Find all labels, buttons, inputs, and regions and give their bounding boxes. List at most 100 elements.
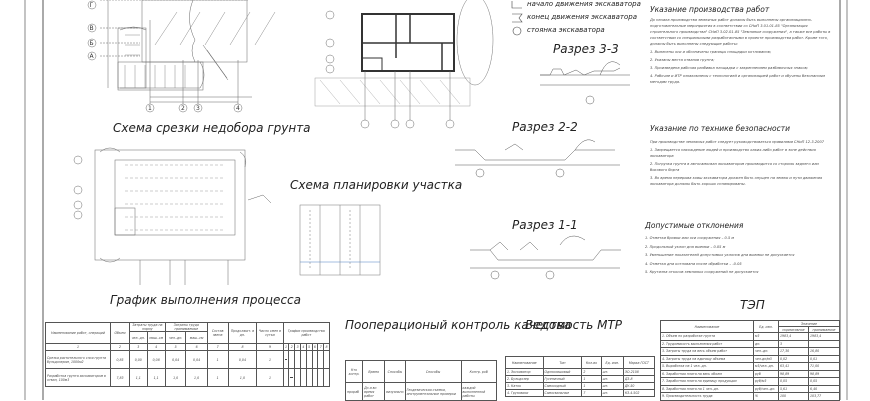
schedule-header: Состав звена (206, 322, 229, 344)
legend-start: начало движения экскаватора (527, 0, 641, 8)
schedule-header: чел.-дн. (164, 331, 187, 344)
tep-cell: руб (753, 369, 779, 378)
tep-cell: 2. Трудоемкость выполнения работ (660, 339, 754, 348)
column-number: 1 (45, 343, 111, 351)
schedule-cell: 0,04 (164, 350, 187, 369)
tep-cell (808, 339, 840, 348)
tep-cell: 16,80 (808, 347, 840, 356)
schedule-cell: Разработка грунта экскаватором в отвал, … (45, 368, 111, 387)
cut-scheme-drawing (87, 0, 276, 113)
qc-cell: прораб (344, 382, 364, 401)
schedule-table: Наименование работ, операций Объем Затра… (45, 322, 331, 387)
tolerance-item: 3. Уменьшение показателей допустимых укл… (645, 253, 795, 257)
tep-cell: 1983,4 (808, 332, 840, 341)
schedule-day-cell (311, 368, 319, 387)
tep-cell: 4. Затраты труда на единицу объема (660, 354, 754, 363)
tep-cell: 1. Объем по разработке грунта (660, 332, 754, 341)
work-instructions: Указание производства работ До начала пр… (650, 5, 835, 87)
mtr-cell: КЗ-4.502 (622, 389, 656, 397)
schedule-header: чел.-дн. (129, 331, 148, 344)
cut-scheme-title: Схема срезки недобора грунта (113, 121, 311, 135)
instruction-item: 2. Указаны места отвалов грунта; (650, 58, 715, 62)
mtr-cell: 3. Каток (505, 382, 544, 390)
qc-header: Кто контр. (344, 360, 364, 383)
schedule-cell: 1 (256, 350, 284, 369)
schedule-bar (284, 359, 288, 360)
schedule-day-cell (294, 368, 301, 387)
tep-header: Ед. изм. (753, 320, 779, 333)
mtr-cell: шт. (600, 389, 624, 397)
tep-header: Наименование (660, 320, 754, 333)
column-number: 4 (146, 343, 166, 351)
tep-cell: 0,05 (777, 377, 810, 386)
qc-cell: До и во время работ (362, 382, 386, 401)
column-number: 3 (129, 343, 148, 351)
tep-cell: 71,00 (808, 362, 840, 371)
qc-cell: Геодезическая съемка, инструментальные п… (404, 382, 462, 401)
column-number: 6 (185, 343, 208, 351)
tep-cell: 7. Заработная плата на единицу продукции (660, 377, 754, 386)
mtr-cell: ДУ-50 (622, 382, 656, 390)
safety-item: 2. Погрузка грунта в автосамосвал экскав… (650, 162, 819, 172)
safety-paragraph: При производстве земляных работ следует … (650, 140, 825, 144)
schedule-row: Разработка грунта экскаватором в отвал, … (45, 368, 330, 387)
schedule-cell: 1 (206, 368, 229, 387)
schedule-cell: 1,1 (129, 368, 148, 387)
tep-cell: 3 (777, 339, 810, 348)
tep-cell: 8. Заработная плата на 1 чел.-дн. (660, 384, 754, 393)
axis-label: В (90, 25, 94, 32)
mtr-title: Ведомость МТР (525, 318, 623, 332)
qc-cell: каждой выполненной работы (460, 382, 497, 401)
schedule-cell: 1 (256, 368, 284, 387)
tep-cell: дн. (753, 339, 779, 348)
qc-header: Контр. роб (460, 360, 497, 383)
safety-title: Указание по технике безопасности (650, 124, 790, 133)
schedule-header: Продолжит. в дн. (227, 322, 258, 344)
tep-table: Наименование Ед. изм. Значение нормативн… (660, 320, 840, 401)
section-2-2-title: Разрез 2-2 (512, 120, 578, 134)
tolerance-item: 4. Отметка дна котлована после обработки… (645, 261, 742, 266)
schedule-cell: 1,0 (164, 368, 187, 387)
mtr-cell: 1 (581, 382, 602, 390)
tep-cell: руб/м3 (753, 377, 779, 386)
cut-scheme-axis-labels: Г В Б А 1 2 3 4 (90, 2, 241, 112)
tep-cell: чел-дн/м3 (753, 354, 779, 363)
mtr-cell: 1. Экскаватор (505, 368, 544, 376)
tep-cell: руб/чел.-дн. (753, 384, 779, 393)
mtr-cell: шт. (600, 382, 624, 390)
mtr-cell: Самоходный (542, 382, 583, 390)
tep-cell: 98,89 (808, 369, 840, 378)
qc-header: Время (362, 360, 386, 383)
mtr-cell: ДЗ-8 (622, 375, 656, 383)
mtr-cell: Одноковшовый (542, 368, 583, 376)
tep-cell: 5. Выработка на 1 чел.-дн. (660, 362, 754, 371)
instruction-item: 3. Произведена рабочая разбивка площадки… (650, 66, 808, 70)
tep-cell: 100 (777, 392, 810, 401)
schedule-bar (290, 377, 294, 378)
qc-header: Способы (404, 360, 462, 383)
axis-label: 1 (148, 105, 152, 112)
mtr-cell: 2. Бульдозер (505, 375, 544, 383)
tep-cell: м3 (753, 332, 779, 341)
schedule-cell: 0,04 (185, 350, 208, 369)
tep-cell: 5,61 (777, 384, 810, 393)
column-number: 8 (227, 343, 258, 351)
tep-cell: чел.-дн. (753, 347, 779, 356)
mtr-cell: ЭО-2108 (622, 368, 656, 376)
work-instructions-title: Указание производства работ (650, 5, 770, 14)
column-number: 5 (164, 343, 187, 351)
tep-row: 7. Заработная плата на единицу продукции… (660, 377, 840, 386)
schedule-cell: Срезка растительного слоя грунта бульдоз… (45, 350, 111, 369)
tep-cell: 63,41 (777, 362, 810, 371)
schedule-header: маш.-см (146, 331, 166, 344)
tep-cell: 9. Производительность труда (660, 392, 754, 401)
mtr-header: Ед. изм. (600, 356, 624, 369)
axis-label: 4 (236, 105, 240, 112)
tep-cell: 3. Затраты труда на весь объем работ (660, 347, 754, 356)
tolerance-item: 2. Продольный уклон дна выемки – 0.05 м (645, 244, 726, 249)
